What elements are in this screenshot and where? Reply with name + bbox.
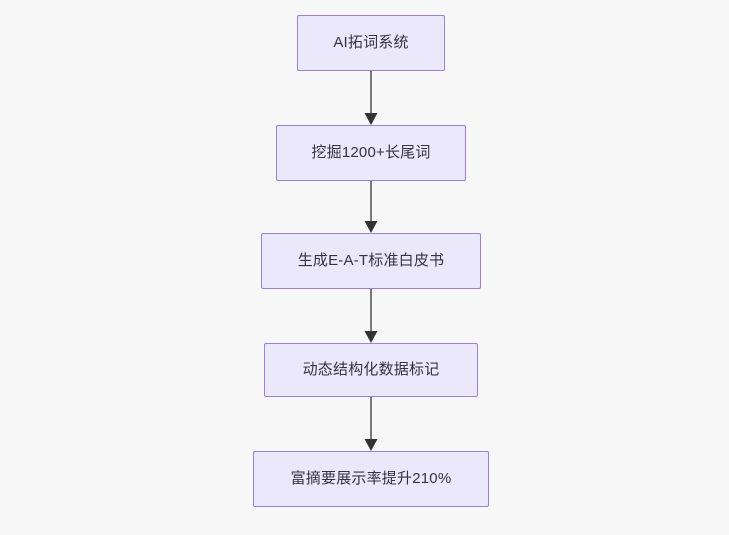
flowchart-node-longtail-mining[interactable]: 挖掘1200+长尾词 [276, 125, 466, 181]
edge-n4-n5 [362, 397, 380, 451]
edge-n1-n2 [362, 71, 380, 125]
edge-n3-n4 [362, 289, 380, 343]
flowchart-node-label: 生成E-A-T标准白皮书 [297, 252, 445, 269]
flowchart-node-structured-data-markup[interactable]: 动态结构化数据标记 [264, 343, 478, 397]
flowchart-node-label: AI拓词系统 [333, 34, 409, 51]
flowchart-node-ai-keyword-system[interactable]: AI拓词系统 [297, 15, 445, 71]
flowchart-node-eat-whitepaper[interactable]: 生成E-A-T标准白皮书 [261, 233, 481, 289]
flowchart-node-label: 富摘要展示率提升210% [290, 470, 452, 487]
flowchart-node-label: 挖掘1200+长尾词 [311, 144, 431, 161]
edge-n2-n3 [362, 181, 380, 233]
flowchart-node-rich-snippet-result[interactable]: 富摘要展示率提升210% [253, 451, 489, 507]
flowchart-node-label: 动态结构化数据标记 [302, 361, 440, 378]
